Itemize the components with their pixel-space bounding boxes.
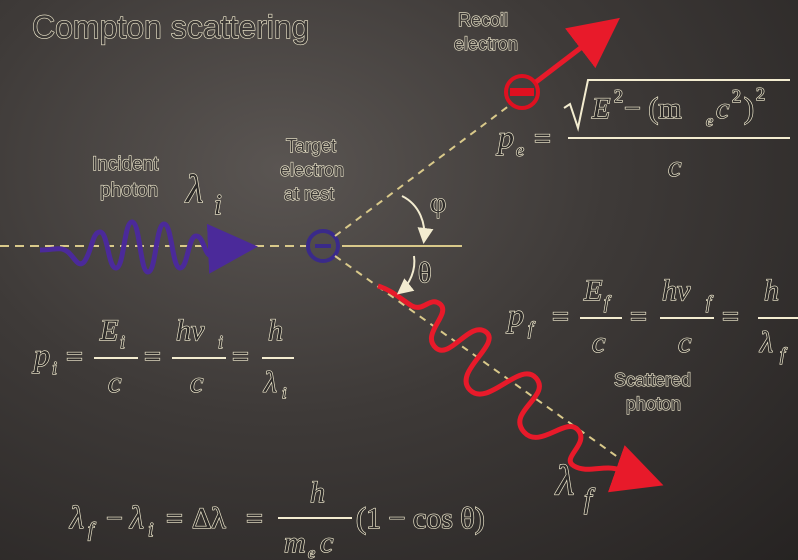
pi-eq2: = [144, 340, 161, 373]
target-electron-label-line1: Target [286, 136, 336, 156]
page-title: Compton scattering [32, 9, 309, 45]
incident-photon-label-line2: photon [100, 180, 158, 201]
pf-frac2-num: hν [662, 274, 691, 307]
pf-frac2-num-sub: f [706, 292, 714, 312]
pe-num-c: c [716, 92, 729, 125]
pi-lhs: p [32, 337, 50, 373]
pe-num-e-sup: 2 [614, 86, 623, 106]
pi-lhs-sub: i [52, 358, 57, 378]
shift-minus: − [106, 502, 123, 535]
incident-photon-wave [39, 219, 258, 275]
recoil-electron-minus [510, 88, 534, 96]
pe-num-close: ) [744, 92, 754, 125]
pi-frac2-num: hν [176, 314, 205, 347]
pi-frac1-num-sub: i [120, 332, 125, 352]
recoil-electron-circle [504, 74, 540, 110]
pi-frac3-den-sub: i [282, 385, 286, 402]
recoil-path-line [334, 104, 511, 237]
shift-tail: (1 − cos θ) [356, 502, 485, 535]
lambda-i-subscript: i [214, 190, 222, 221]
recoil-electron-label-line2: electron [454, 34, 518, 54]
incident-photon-label-line1: Incident [92, 154, 159, 175]
shift-eq1: = [166, 502, 183, 535]
pf-lhs-sub: f [528, 318, 536, 338]
lambda-i-symbol: λ [185, 166, 203, 211]
shift-eq2: = [246, 502, 263, 535]
pi-eq1: = [66, 340, 83, 373]
pi-eq3: = [232, 340, 249, 373]
recoil-arrow [534, 17, 620, 84]
pf-eq3: = [722, 300, 739, 333]
phi-label: φ [430, 188, 446, 219]
pe-equals: = [534, 122, 551, 155]
target-electron-circle [306, 229, 340, 263]
pi-frac3-num: h [268, 314, 283, 347]
pe-sqrt-sign [563, 79, 790, 132]
shift-li-sub: i [148, 519, 154, 541]
phi-angle-arc [401, 195, 434, 244]
scattered-photon-label-line2: photon [626, 394, 681, 414]
incident-momentum-equation: p i = E i c = hν i c = h λ i [31, 313, 294, 403]
pe-num-e: E [591, 92, 610, 125]
theta-label: θ [418, 258, 431, 289]
pf-frac3-den: λ [759, 326, 773, 359]
pi-frac3-den: λ [263, 366, 277, 399]
pe-lhs-sub: e [516, 140, 524, 160]
pf-frac1-den: c [592, 326, 605, 359]
shift-lf-sub: f [88, 519, 96, 541]
pi-frac2-num-sub: i [218, 332, 223, 352]
shift-num: h [310, 476, 325, 509]
pe-num-c-sup: 2 [732, 86, 741, 106]
theta-angle-arc [396, 255, 416, 295]
scattered-photon-label-line1: Scattered [614, 370, 691, 390]
pi-frac1-den: c [108, 366, 121, 399]
recoil-momentum-equation: p e = E 2 − (m e c 2 ) 2 c [495, 79, 790, 184]
pf-eq2: = [630, 300, 647, 333]
shift-li: λ [129, 499, 144, 535]
lambda-f-symbol: λ [554, 458, 574, 504]
pf-frac3-den-sub: f [780, 344, 788, 364]
shift-den-c: c [320, 526, 333, 559]
pf-frac2-den: c [678, 326, 691, 359]
shift-lf: λ [69, 499, 84, 535]
lambda-f-subscript: f [584, 484, 595, 515]
pf-frac1-num-sub: f [604, 292, 612, 312]
target-electron-label-line2: electron [280, 160, 344, 180]
pi-frac2-den: c [190, 366, 203, 399]
recoil-electron-label-line1: Recoil [458, 10, 508, 30]
pe-lhs: p [496, 119, 514, 155]
pe-num-close-sup: 2 [756, 84, 765, 104]
pf-eq1: = [552, 300, 569, 333]
shift-den-m: m [284, 526, 306, 559]
pe-num-minus: − (m [624, 92, 682, 125]
pe-denominator: c [668, 150, 681, 183]
target-electron-label-line3: at rest [284, 184, 334, 204]
pi-frac1-num: E [99, 314, 118, 347]
pf-frac1-num: E [583, 274, 602, 307]
scattered-momentum-equation: p f = E f c = hν f c = h λ f [505, 273, 798, 365]
compton-shift-equation: λ f − λ i = Δλ = h m e c (1 − cos θ) [68, 475, 485, 560]
shift-delta: Δλ [192, 502, 226, 535]
pf-lhs: p [506, 297, 524, 333]
pe-num-me-sub: e [706, 113, 713, 130]
scattered-photon-wave [377, 283, 664, 493]
pf-frac3-num: h [764, 274, 779, 307]
shift-den-sub: e [308, 545, 315, 560]
